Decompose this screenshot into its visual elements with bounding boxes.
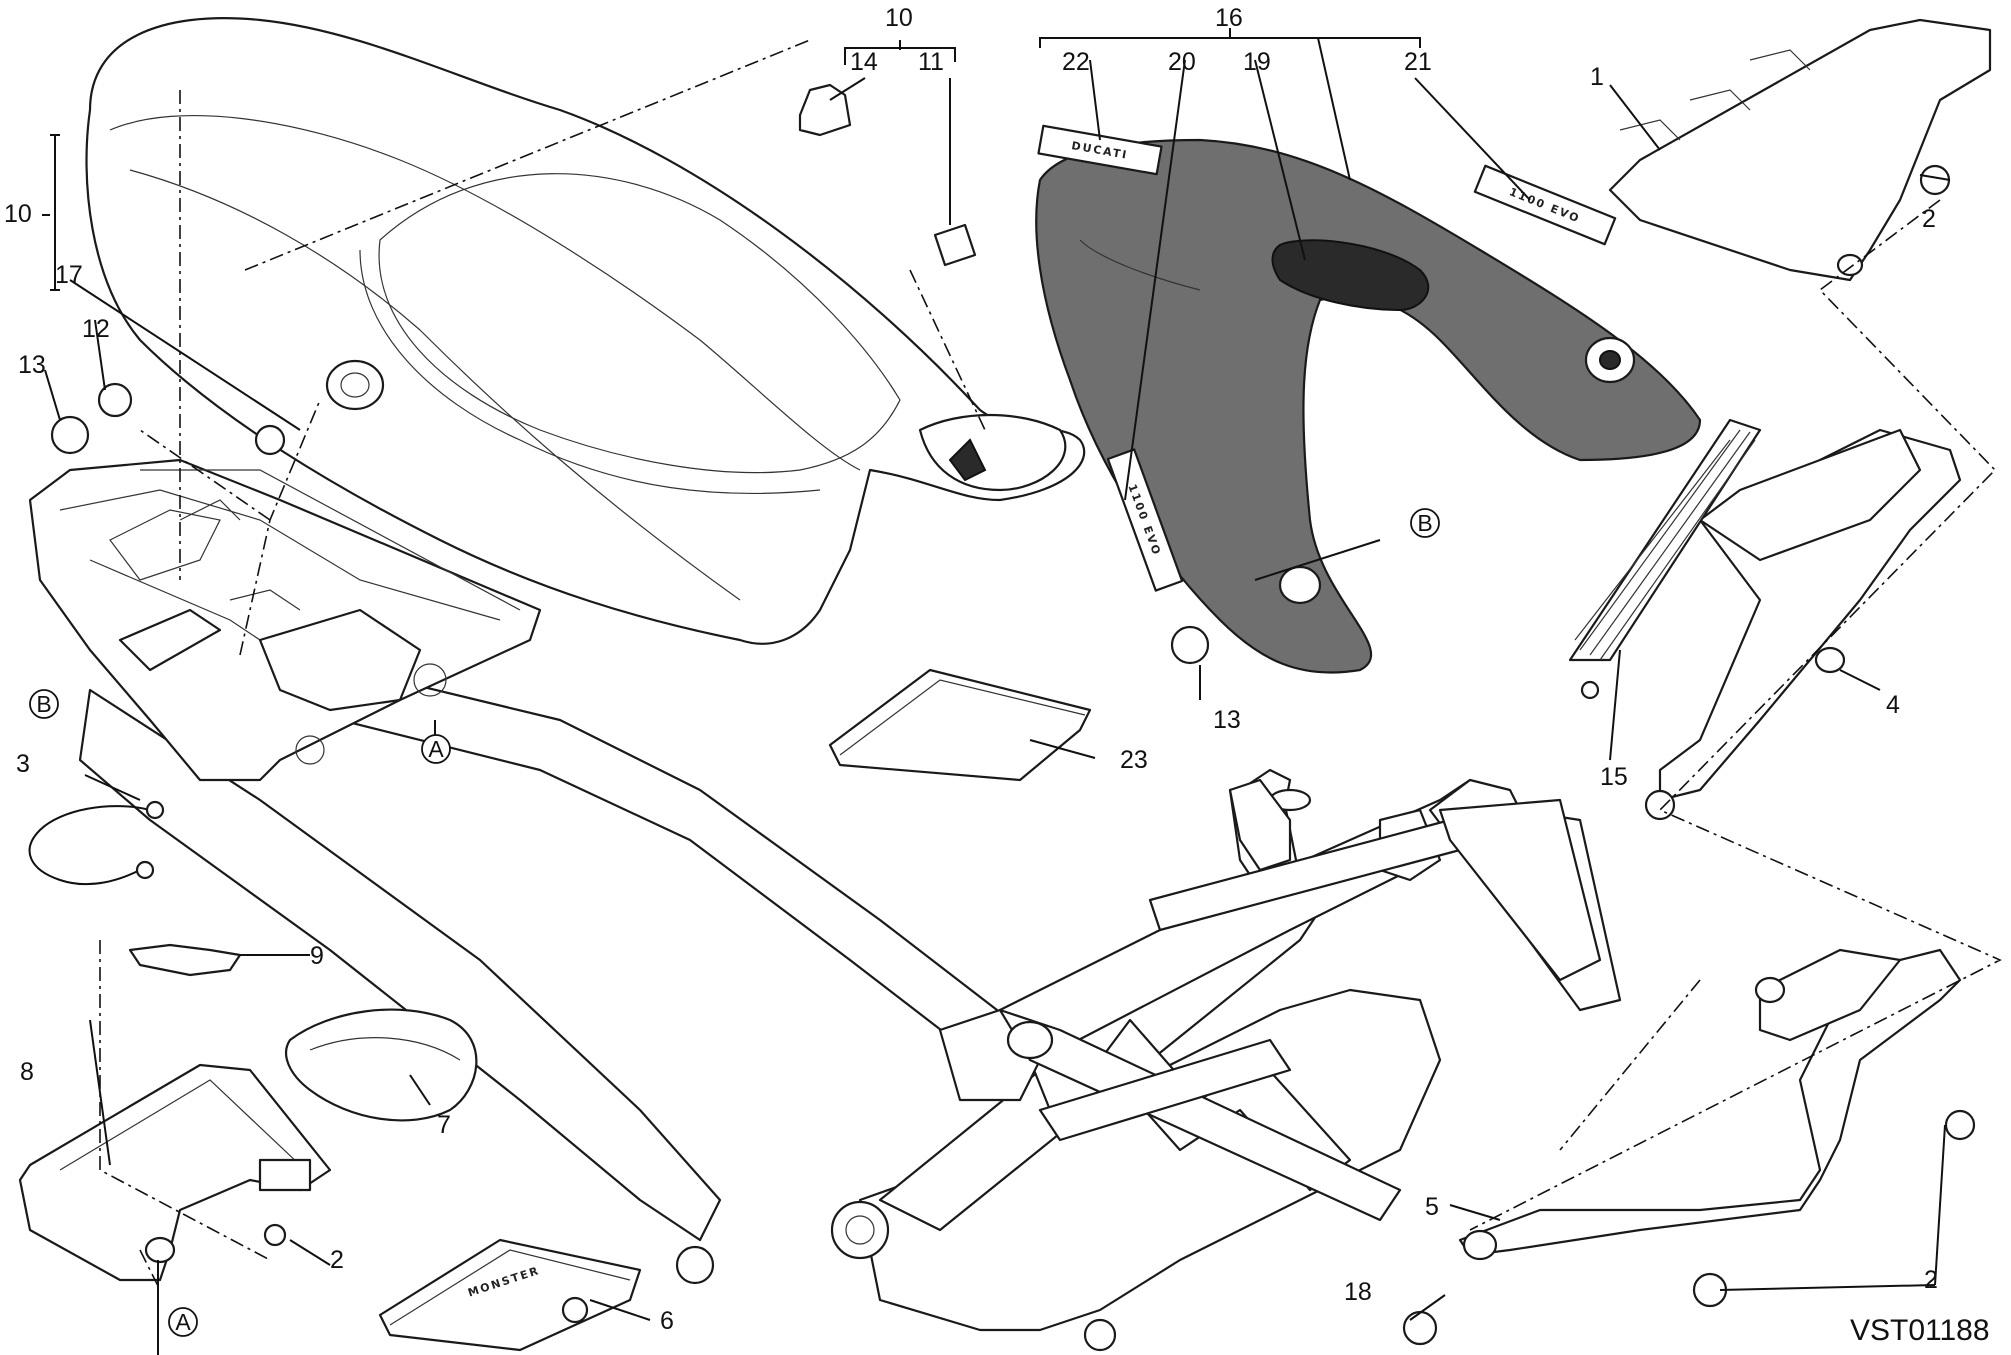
callout-8: 8 (20, 1058, 34, 1086)
callout-16: 16 (1215, 4, 1243, 32)
callout-5: 5 (1425, 1193, 1439, 1221)
frame-foot-eye (1083, 1318, 1117, 1352)
decal-model-right: 1100 EVO (1473, 164, 1617, 246)
owners-manual-6: MONSTER (378, 1238, 642, 1352)
foam-pad-7 (285, 1008, 478, 1122)
cowl-insert (1271, 239, 1430, 312)
helmet-cable-3 (28, 800, 165, 886)
frame-pivot-inner (845, 1215, 875, 1245)
drawing-code: VST01188 (1850, 1314, 1990, 1347)
callout-2-tray: 2 (330, 1246, 344, 1274)
ref-b-left-label: B (36, 691, 51, 717)
battery-tray-8 (18, 1063, 332, 1282)
screws (50, 164, 1976, 1346)
callout-18: 18 (1344, 1278, 1372, 1306)
side-panel-1 (1608, 18, 1992, 282)
pad-11 (933, 223, 977, 267)
frame-cylinder (1438, 798, 1602, 982)
callout-6: 6 (660, 1307, 674, 1335)
callout-11: 11 (918, 48, 944, 76)
document-23 (828, 668, 1092, 782)
assembly-lines (99, 39, 2002, 1291)
ref-a-lower-label: A (175, 1309, 191, 1335)
callout-13-cowl: 13 (1213, 706, 1241, 734)
cowl-mount-hole-front (1278, 565, 1322, 605)
callout-4: 4 (1886, 691, 1900, 719)
frame-pivot (830, 1200, 890, 1260)
ref-a-upper-label: A (428, 736, 444, 762)
trellis-frame (858, 988, 1442, 1332)
callout-22: 22 (1062, 48, 1090, 76)
callout-21: 21 (1404, 48, 1432, 76)
ref-b-right: B (1410, 508, 1440, 538)
callout-2-panel-top: 2 (1922, 205, 1936, 233)
callout-9: 9 (310, 942, 324, 970)
callout-14: 14 (850, 48, 878, 76)
subframe-lower-rail (78, 688, 722, 1242)
callout-13-left: 13 (18, 351, 46, 379)
side-panel-4 (1644, 428, 1962, 821)
mesh-grille (1568, 418, 1762, 662)
frame-lug (1228, 778, 1292, 872)
callout-10-pads: 10 (885, 4, 913, 32)
callout-labels: 1 2 2 2 3 4 5 6 7 8 9 10 10 11 12 13 13 … (4, 4, 1938, 1335)
side-panel-5 (1458, 948, 1962, 1261)
callout-3: 3 (16, 750, 30, 778)
seat-pan (28, 458, 542, 782)
leader-lines (42, 28, 1951, 1355)
callout-10-seat: 10 (4, 200, 32, 228)
callout-23: 23 (1120, 746, 1148, 774)
callout-12: 12 (82, 315, 110, 343)
callout-7: 7 (437, 1111, 451, 1139)
pad-14 (798, 83, 852, 137)
callout-15: 15 (1600, 763, 1628, 791)
hook-9 (128, 943, 242, 977)
ref-b-right-label: B (1417, 510, 1432, 536)
callout-19: 19 (1243, 48, 1271, 76)
decal-brand: DUCATI (1037, 124, 1163, 176)
seat-grommet (325, 359, 385, 411)
callout-2-panel-bottom: 2 (1924, 1266, 1938, 1294)
rider-seat (85, 17, 1086, 645)
frame-boss-lower (1006, 1020, 1054, 1060)
ref-a-upper: A (421, 734, 451, 764)
ref-a-lower: A (168, 1307, 198, 1337)
ref-b-left: B (29, 689, 59, 719)
callout-17: 17 (55, 261, 83, 289)
callout-1: 1 (1590, 63, 1604, 91)
callout-20: 20 (1168, 48, 1196, 76)
frame-lower-bridge (1038, 1038, 1292, 1142)
frame-lower-eye (675, 1245, 715, 1285)
